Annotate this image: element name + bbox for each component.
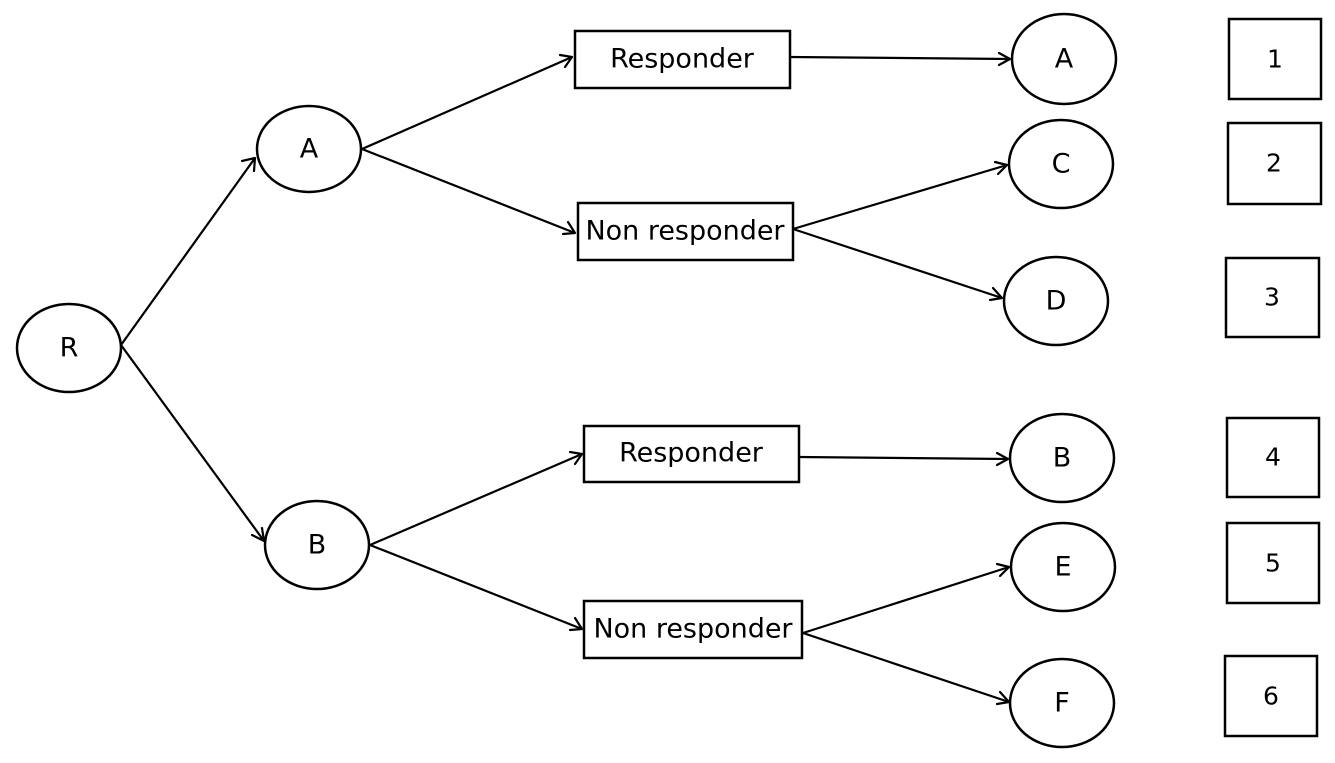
arrowhead-responder-to-end-a: [997, 51, 1012, 67]
end-node-d-label: D: [1046, 286, 1067, 317]
sequence-number-4: 4: [1265, 443, 1281, 472]
end-node-b: B: [1008, 412, 1116, 504]
sequence-box-1: 1: [1227, 17, 1323, 101]
arrowhead-non-responder-to-end-c: [993, 160, 1009, 176]
sequence-number-6: 6: [1263, 682, 1279, 711]
sequence-box-2: 2: [1226, 121, 1323, 206]
edge-a-to-responder: [361, 55, 573, 151]
arrowhead-non-responder-to-end-e: [995, 562, 1011, 578]
sequence-number-2: 2: [1266, 149, 1282, 178]
b-non-responder-label: Non responder: [594, 614, 794, 645]
arrowhead-r-to-a: [240, 156, 257, 173]
a-non-responder-box: Non responder: [576, 201, 795, 262]
sequence-number-1: 1: [1267, 45, 1283, 74]
end-node-b-label: B: [1053, 443, 1072, 474]
a-non-responder-label: Non responder: [586, 216, 786, 247]
edge-responder-to-end-a: [789, 55, 1011, 61]
edge-responder-to-end-b: [798, 455, 1009, 461]
edge-b-to-non-responder: [369, 543, 583, 631]
arm-a-label: A: [300, 134, 319, 165]
edge-a-to-non-responder: [361, 147, 576, 235]
arrowhead-responder-to-end-b: [995, 451, 1010, 467]
end-node-c: C: [1007, 118, 1115, 210]
arrowhead-b-to-responder: [568, 450, 584, 466]
a-responder-label: Responder: [610, 44, 755, 75]
arm-b-node: B: [263, 499, 371, 591]
edge-non-responder-to-end-e: [802, 565, 1010, 635]
arm-b-label: B: [308, 530, 327, 561]
arm-a-node: A: [255, 104, 363, 194]
edge-r-to-b: [120, 344, 265, 542]
arrowhead-a-to-responder: [558, 53, 574, 69]
end-node-c-label: C: [1052, 149, 1071, 180]
sequence-box-4: 4: [1225, 416, 1321, 499]
sequence-number-3: 3: [1264, 283, 1280, 312]
end-node-e-label: E: [1054, 552, 1071, 583]
edge-r-to-a: [120, 157, 256, 346]
edge-non-responder-to-end-d: [792, 227, 1003, 300]
edges: [120, 51, 1012, 706]
root-node: R: [15, 302, 123, 394]
end-node-d: D: [1002, 255, 1110, 347]
a-responder-box: Responder: [573, 29, 792, 90]
b-responder-label: Responder: [619, 438, 764, 469]
sequence-box-3: 3: [1224, 256, 1321, 339]
sequence-box-6: 6: [1223, 654, 1319, 738]
root-node-label: R: [60, 333, 79, 364]
sequence-box-5: 5: [1225, 521, 1321, 605]
end-node-e: E: [1009, 521, 1117, 613]
b-non-responder-box: Non responder: [582, 599, 804, 660]
end-node-a-label: A: [1055, 44, 1074, 75]
arrowhead-a-to-non-responder: [561, 220, 577, 236]
arrowhead-b-to-non-responder: [568, 616, 584, 632]
arrowhead-non-responder-to-end-d: [988, 286, 1004, 302]
edge-non-responder-to-end-f: [802, 631, 1010, 704]
edge-non-responder-to-end-c: [792, 163, 1008, 231]
end-node-f-label: F: [1054, 688, 1070, 719]
sequence-number-5: 5: [1265, 549, 1281, 578]
end-node-f: F: [1008, 657, 1116, 749]
end-node-a: A: [1010, 12, 1118, 106]
b-responder-box: Responder: [582, 424, 801, 484]
edge-b-to-responder: [369, 452, 583, 547]
